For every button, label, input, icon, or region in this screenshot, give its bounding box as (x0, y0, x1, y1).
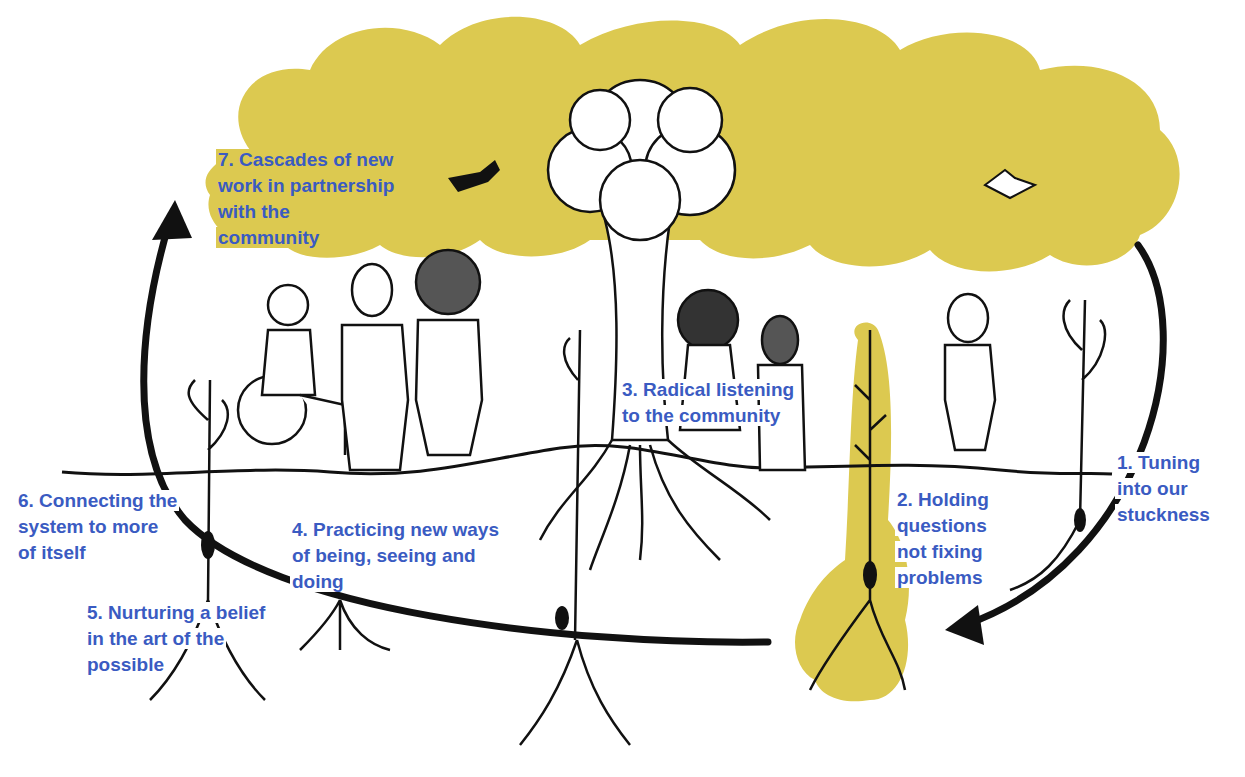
arrowhead (152, 200, 984, 645)
tree (540, 80, 770, 570)
step-label: 2. Holding questions not fixing problems (895, 487, 1013, 591)
cloud (206, 17, 1180, 272)
plants (150, 300, 1105, 745)
cycle-arrow (144, 220, 1164, 642)
bird (448, 160, 1035, 198)
step-label: 7. Cascades of new work in partnership w… (216, 147, 396, 251)
step-label: 1. Tuning into our stuckness (1115, 450, 1237, 528)
step-label: 6. Connecting the system to more of itse… (16, 488, 178, 566)
step-label: 5. Nurturing a belief in the art of the … (85, 600, 267, 678)
step-label: 4. Practicing new ways of being, seeing … (290, 517, 522, 595)
people (238, 250, 995, 470)
step-label: 3. Radical listening to the community (620, 377, 798, 429)
highlight (795, 323, 909, 702)
